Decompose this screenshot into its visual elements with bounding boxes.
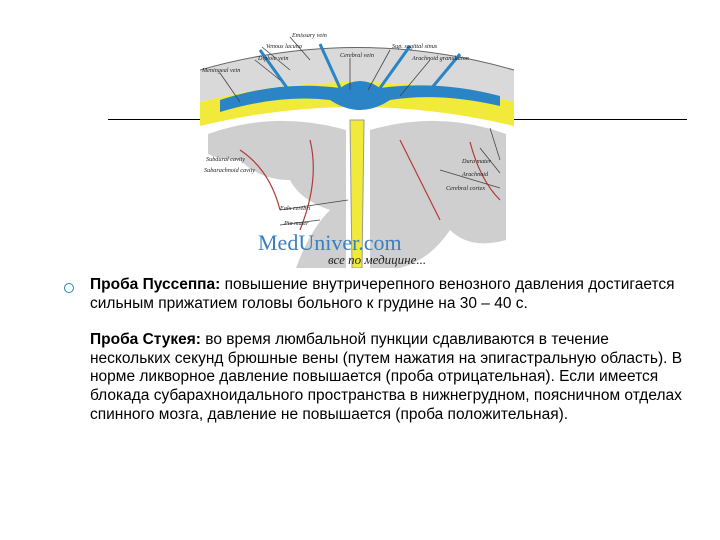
paragraph-pussepp: Проба Пуссеппа: повышение внутричерепног… [90, 276, 690, 313]
label-arachnoid: Arachnoid [461, 171, 489, 178]
label-subdural-cavity: Subdural cavity [206, 156, 245, 163]
stukey-text: во время люмбальной пункции сдавливаются… [90, 331, 683, 423]
label-subarachnoid-cavity: Subarachnoid cavity [204, 167, 255, 174]
falx-cerebri [349, 119, 365, 268]
paragraph-stukey: Проба Стукея: во время люмбальной пункци… [90, 331, 690, 424]
label-sup-sagittal-sinus: Sup. sagittal sinus [392, 43, 438, 50]
bullet-icon [64, 283, 74, 293]
label-venous-lacuna: Venous lacuna [266, 43, 302, 50]
divider-right [512, 119, 687, 120]
label-falx-cerebri: Falx cerebri [279, 205, 311, 212]
label-emissary-vein: Emissary vein [291, 32, 327, 39]
label-cerebral-cortex: Cerebral cortex [446, 185, 485, 192]
brain-left [208, 120, 346, 268]
label-dura-mater: Dura mater [461, 158, 492, 165]
pussepp-text: повышение внутричерепного венозного давл… [90, 276, 675, 312]
meninges-illustration: Emissary vein Venous lacuna Diploic vein… [200, 30, 514, 268]
watermark-main: MedUniver.com [258, 230, 402, 255]
label-pia-mater: Pia mater [283, 220, 309, 227]
label-arachnoid-granulation: Arachnoid granulation [411, 55, 469, 62]
label-diploic-vein: Diploic vein [257, 55, 288, 62]
watermark-sub: все по медицине... [328, 252, 426, 267]
stukey-title: Проба Стукея: [90, 331, 201, 349]
divider-left [108, 119, 202, 120]
meninges-diagram: Emissary vein Venous lacuna Diploic vein… [200, 30, 514, 268]
body-text: Проба Пуссеппа: повышение внутричерепног… [90, 276, 690, 424]
label-cerebral-vein-top: Cerebral vein [340, 52, 374, 59]
label-meningeal-vein: Meningeal vein [201, 67, 240, 74]
brain-right [370, 120, 506, 268]
skull-bone [200, 47, 514, 102]
pussepp-title: Проба Пуссеппа: [90, 276, 221, 293]
